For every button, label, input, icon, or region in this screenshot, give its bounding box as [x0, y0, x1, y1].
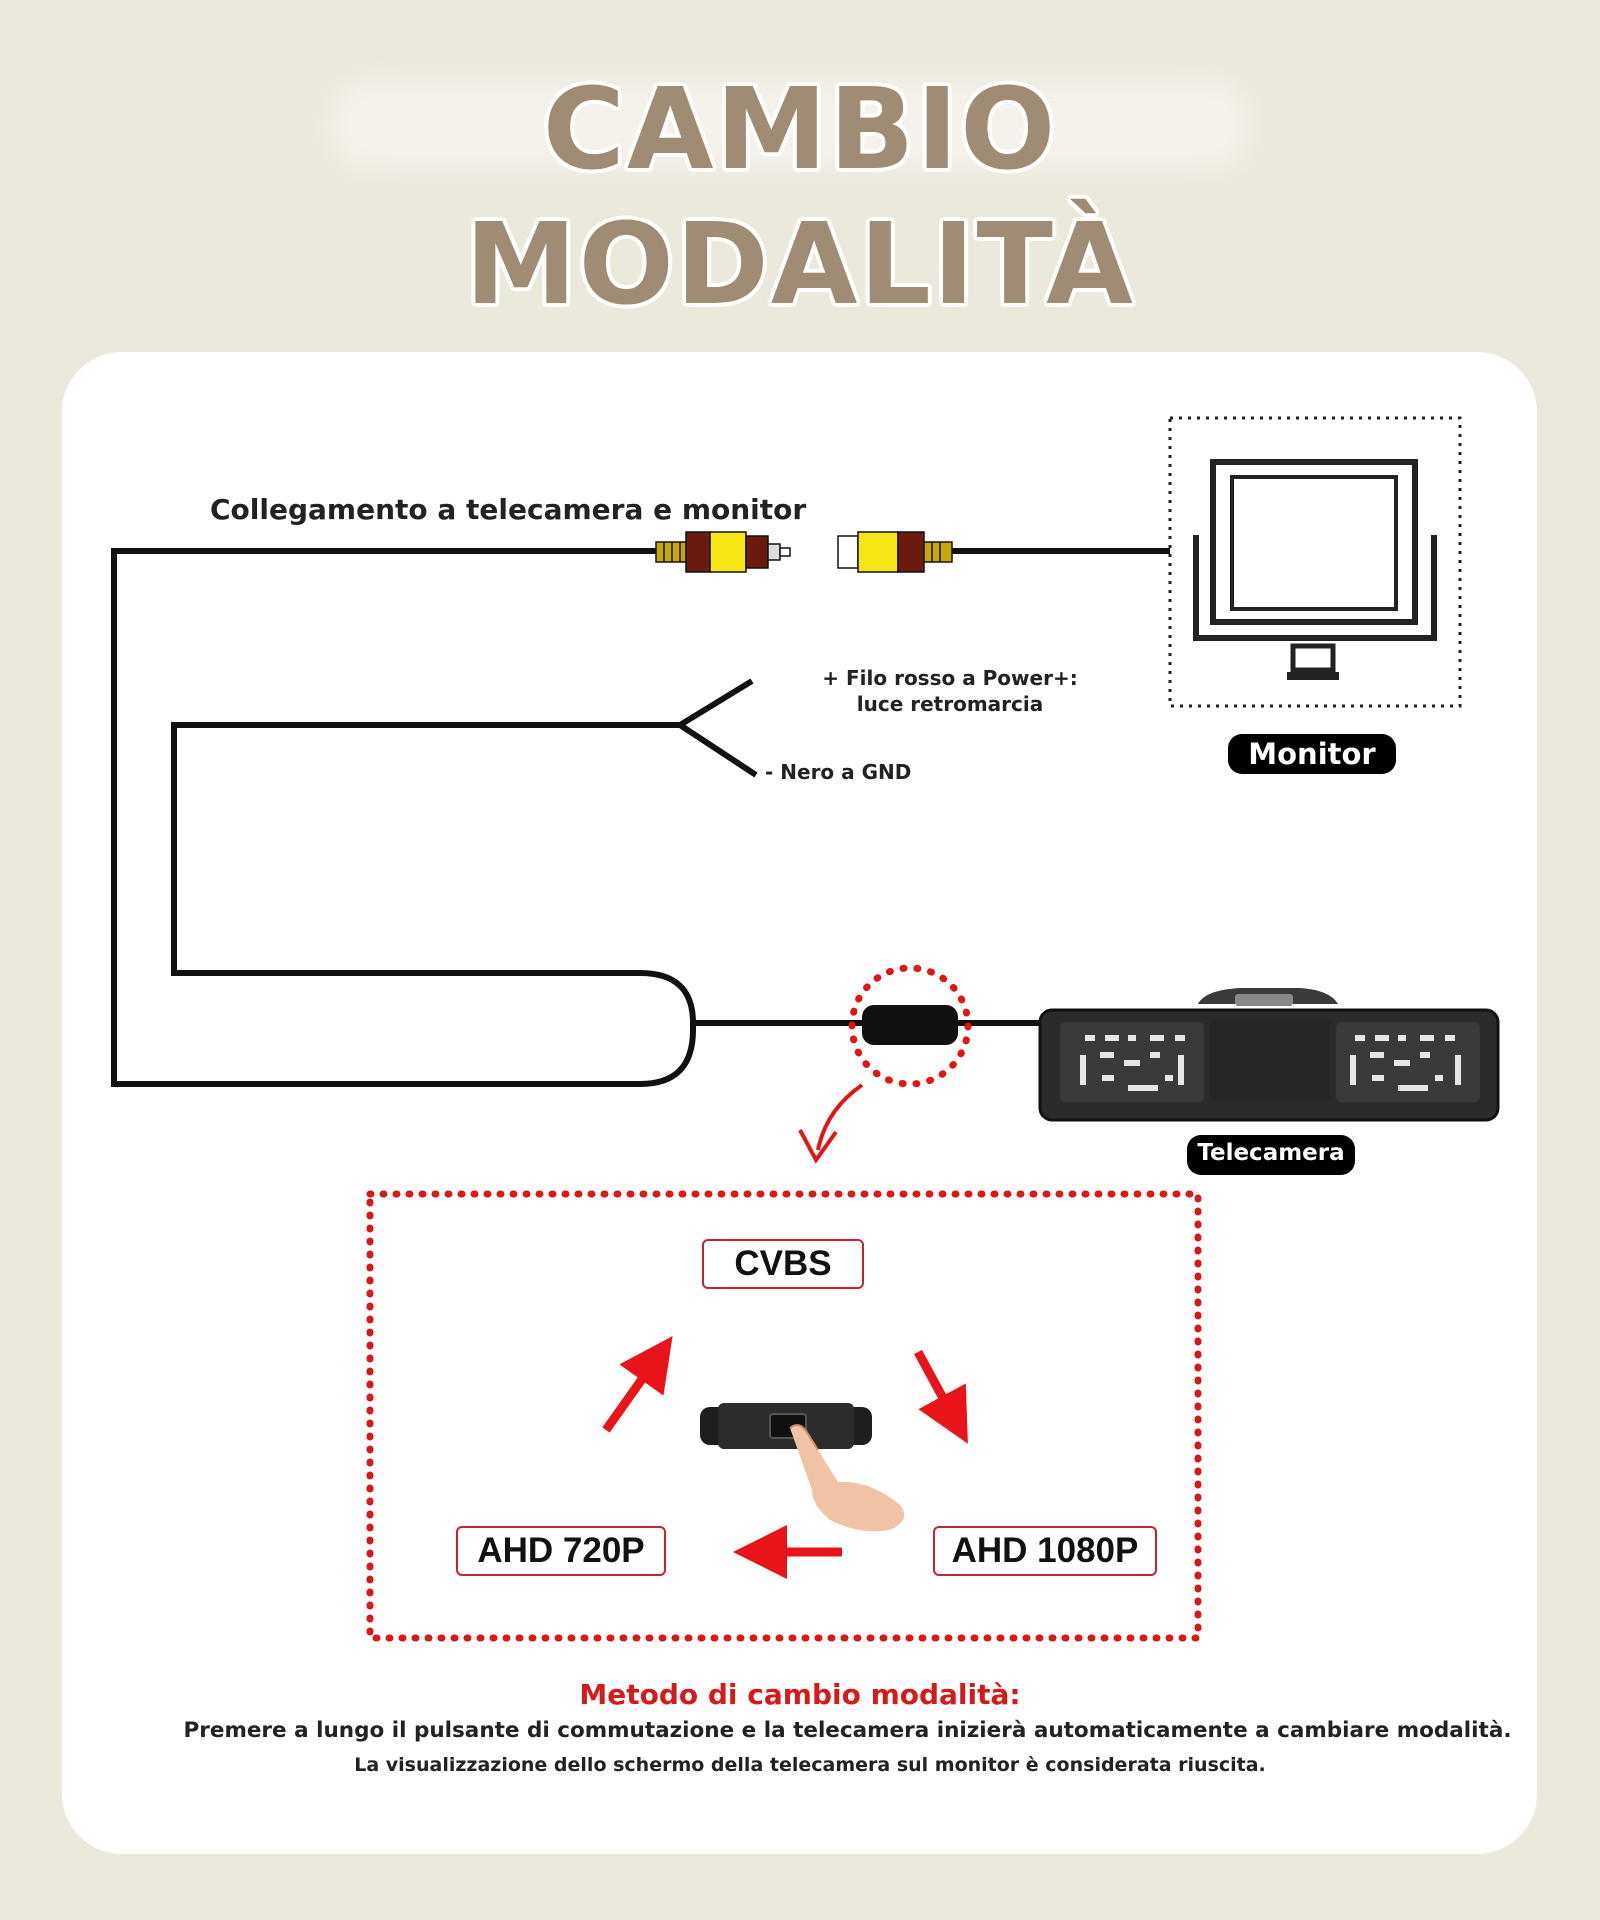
power-cable	[171, 722, 870, 1026]
method-note: La visualizzazione dello schermo della t…	[354, 1754, 1266, 1776]
monitor-label: Monitor	[1228, 734, 1396, 774]
mode-ahd-720p: AHD 720P	[456, 1526, 666, 1576]
main-cable	[111, 548, 696, 1087]
page-title-line2: MODALITÀ	[465, 200, 1135, 330]
rca-plug-icon	[655, 531, 791, 573]
camera-label: Telecamera	[1187, 1135, 1355, 1175]
red-wire-fork	[678, 678, 754, 728]
method-instruction: Premere a lungo il pulsante di commutazi…	[183, 1718, 1512, 1743]
arrow-head	[798, 1129, 838, 1164]
arrow-icon	[816, 1083, 864, 1151]
black-wire-label: - Nero a GND	[765, 760, 912, 784]
monitor-icon	[1193, 459, 1437, 680]
mode-cvbs: CVBS	[702, 1239, 864, 1289]
red-wire-label: + Filo rosso a Power+: luce retromarcia	[822, 666, 1078, 716]
switch-box-icon	[862, 1005, 958, 1045]
method-title: Metodo di cambio modalità:	[579, 1678, 1021, 1711]
switch-highlight-circle	[848, 964, 972, 1088]
title-backdrop	[330, 80, 1250, 170]
pointing-hand-icon	[789, 1424, 905, 1532]
black-wire-fork	[678, 722, 758, 778]
license-plate-camera-icon	[1038, 988, 1500, 1122]
mode-ahd-1080p: AHD 1080P	[933, 1526, 1157, 1576]
connection-label: Collegamento a telecamera e monitor	[210, 493, 807, 526]
rca-socket-icon	[837, 531, 953, 573]
switch-module-icon	[700, 1403, 872, 1449]
arrow-icon	[602, 1335, 673, 1433]
mode-switch-frame	[366, 1190, 1202, 1642]
page-title-line1: CAMBIO	[542, 65, 1058, 195]
arrow-icon	[914, 1349, 968, 1444]
monitor-dotted-frame	[1168, 416, 1462, 708]
